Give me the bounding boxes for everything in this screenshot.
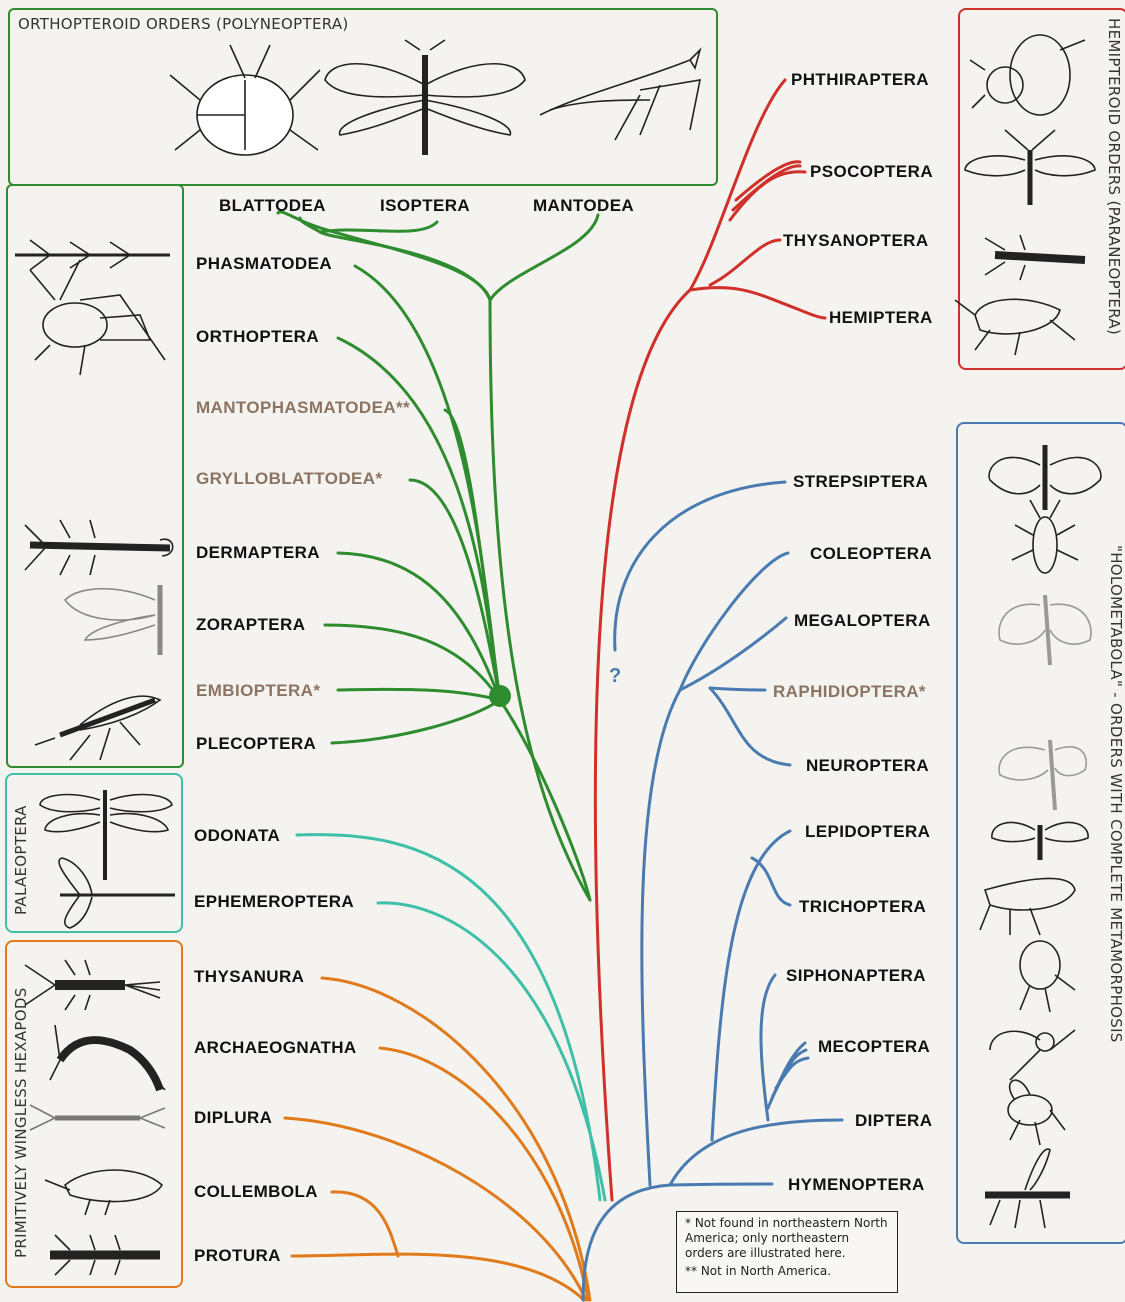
order-embioptera: EMBIOPTERA* xyxy=(196,682,320,700)
diplura-icon xyxy=(30,1105,165,1130)
order-grylloblattodea: GRYLLOBLATTODEA* xyxy=(196,470,382,488)
order-mantophasmatodea: MANTOPHASMATODEA** xyxy=(196,399,410,417)
order-protura: PROTURA xyxy=(194,1247,281,1265)
order-megaloptera: MEGALOPTERA xyxy=(794,612,931,630)
mayfly-icon xyxy=(59,858,175,928)
order-trichoptera: TRICHOPTERA xyxy=(799,898,926,916)
fly-icon xyxy=(1008,1080,1065,1145)
stonefly-icon xyxy=(35,696,160,760)
order-odonata: ODONATA xyxy=(194,827,280,845)
moth-icon xyxy=(992,822,1088,860)
order-raphidioptera: RAPHIDIOPTERA* xyxy=(773,683,926,701)
order-thysanoptera: THYSANOPTERA xyxy=(783,232,929,250)
bristletail-icon xyxy=(50,1025,165,1090)
order-psocoptera: PSOCOPTERA xyxy=(810,163,933,181)
stick-insect-icon xyxy=(15,240,170,270)
order-blattodea: BLATTODEA xyxy=(219,197,326,215)
order-diptera: DIPTERA xyxy=(855,1112,932,1130)
winged-termite-icon xyxy=(325,40,525,155)
wasp-icon xyxy=(985,1149,1070,1228)
order-siphonaptera: SIPHONAPTERA xyxy=(786,967,926,985)
order-thysanura: THYSANURA xyxy=(194,968,304,986)
order-zoraptera: ZORAPTERA xyxy=(196,616,305,634)
silverfish-icon xyxy=(25,960,160,1010)
scorpionfly-icon xyxy=(990,1030,1075,1080)
order-hemiptera: HEMIPTERA xyxy=(829,309,933,327)
order-ephemeroptera: EPHEMEROPTERA xyxy=(194,893,354,911)
order-mantodea: MANTODEA xyxy=(533,197,634,215)
thrips-icon xyxy=(985,235,1085,280)
strepsiptera-icon xyxy=(989,445,1101,510)
beetle-icon xyxy=(1012,500,1078,573)
grasshopper-icon xyxy=(30,260,165,375)
order-phthiraptera: PHTHIRAPTERA xyxy=(791,71,929,89)
order-plecoptera: PLECOPTERA xyxy=(196,735,316,753)
louse-icon xyxy=(970,35,1085,115)
cockroach-icon xyxy=(170,45,320,155)
neuroptera-icon xyxy=(999,740,1086,810)
order-coleoptera: COLEOPTERA xyxy=(810,545,932,563)
order-strepsiptera: STREPSIPTERA xyxy=(793,473,928,491)
springtail-icon xyxy=(45,1170,162,1215)
lacewing-icon xyxy=(999,595,1091,665)
earwig-icon xyxy=(25,520,173,575)
order-dermaptera: DERMAPTERA xyxy=(196,544,320,562)
order-archaeognatha: ARCHAEOGNATHA xyxy=(194,1039,357,1057)
order-collembola: COLLEMBOLA xyxy=(194,1183,318,1201)
footnote-box: * Not found in northeastern North Americ… xyxy=(676,1211,898,1293)
order-phasmatodea: PHASMATODEA xyxy=(196,255,332,273)
order-orthoptera: ORTHOPTERA xyxy=(196,328,319,346)
barklouse-icon xyxy=(965,130,1095,205)
order-diplura: DIPLURA xyxy=(194,1109,272,1127)
protura-icon xyxy=(50,1235,160,1275)
mantis-icon xyxy=(540,50,700,140)
caddisfly-icon xyxy=(980,878,1075,935)
order-mecoptera: MECOPTERA xyxy=(818,1038,930,1056)
footnote-one-star: * Not found in northeastern North Americ… xyxy=(685,1216,889,1261)
uncertain-placement-mark: ? xyxy=(609,665,621,688)
order-lepidoptera: LEPIDOPTERA xyxy=(805,823,930,841)
flea-icon xyxy=(1020,941,1075,1012)
order-neuroptera: NEUROPTERA xyxy=(806,757,929,775)
zoraptera-icon xyxy=(65,585,160,655)
footnote-two-star: ** Not in North America. xyxy=(685,1264,889,1279)
true-bug-icon xyxy=(955,299,1075,355)
order-isoptera: ISOPTERA xyxy=(380,197,470,215)
order-hymenoptera: HYMENOPTERA xyxy=(788,1176,925,1194)
